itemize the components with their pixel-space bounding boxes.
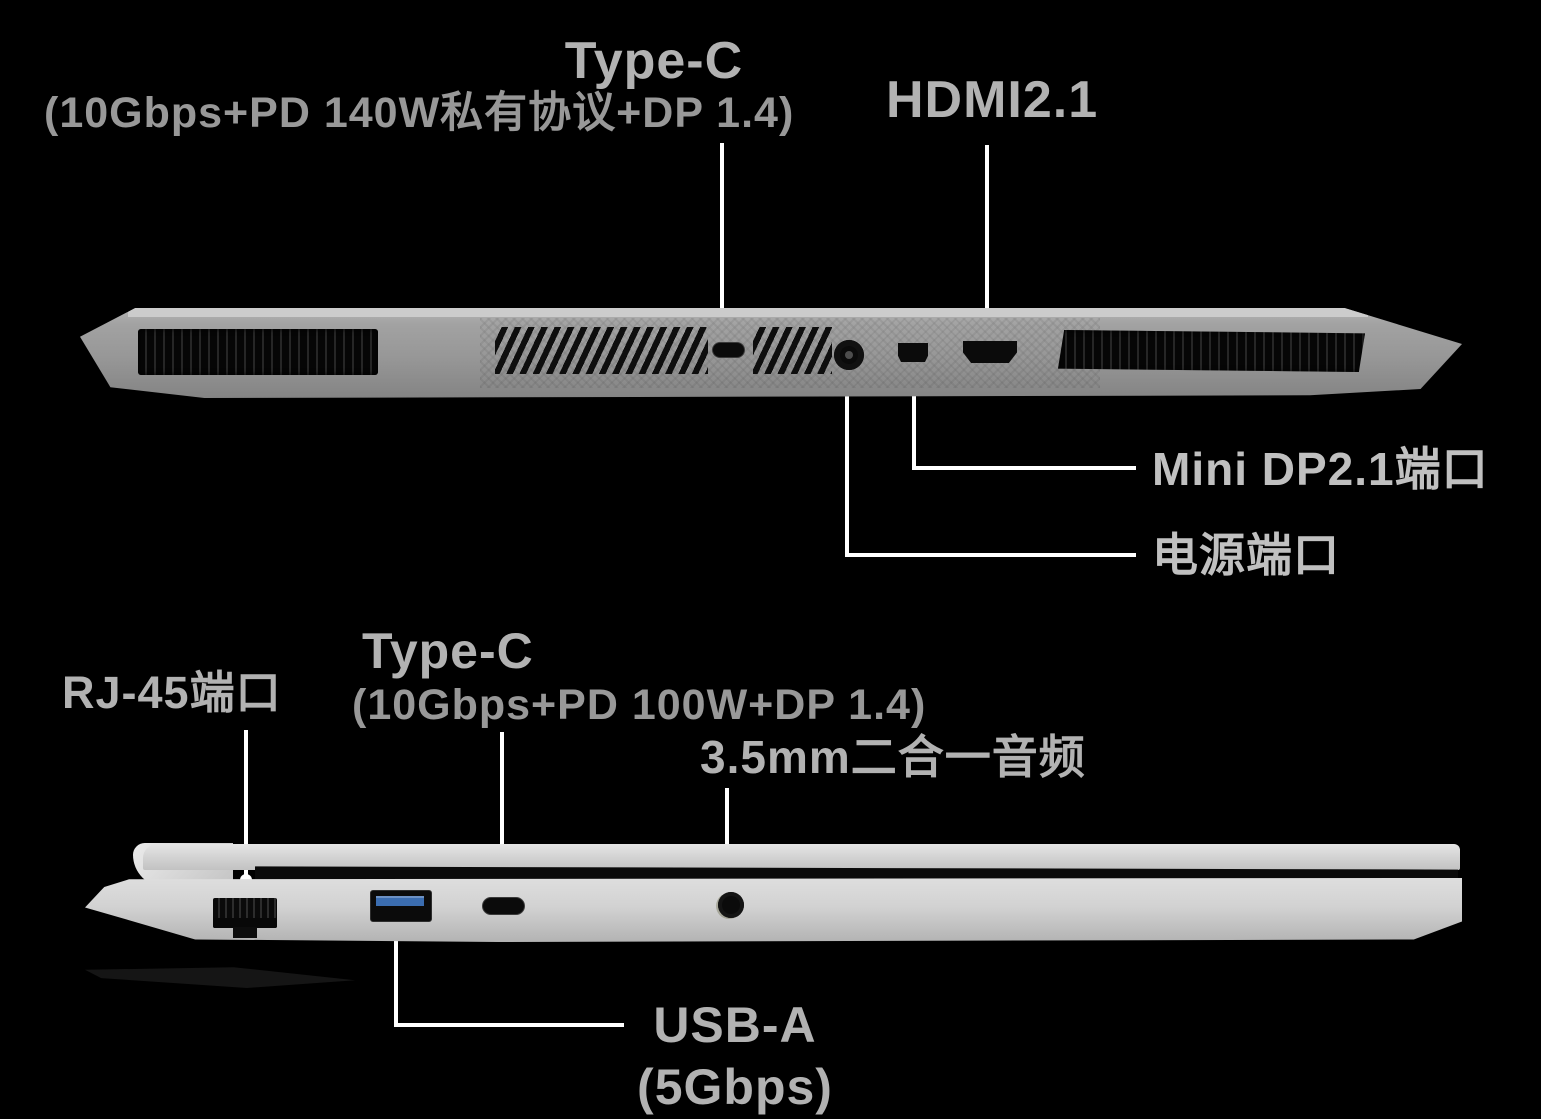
rear-power-port-icon: [834, 340, 864, 370]
rear-type-c-sublabel: (10Gbps+PD 140W私有协议+DP 1.4): [44, 89, 795, 137]
callout-line-rear-mini-dp: [912, 370, 916, 470]
rear-mini-dp-port-icon: [898, 343, 928, 362]
rear-type-c-port-icon: [712, 342, 745, 358]
callout-line-side-audio: [725, 788, 729, 880]
power-pin-icon: [845, 351, 853, 359]
rear-type-c-label: Type-C: [564, 32, 744, 90]
laptop-rear-view: [80, 308, 1462, 398]
callout-line-side-type-c: [500, 732, 504, 880]
side-rj45-port-icon: [213, 898, 277, 938]
callout-line-side-usb-a-h: [394, 1023, 624, 1027]
rear-hdmi-label: HDMI2.1: [886, 71, 1099, 129]
side-rj45-label: RJ-45端口: [62, 667, 282, 718]
side-usb-a-port-icon: [370, 890, 432, 922]
side-type-c-label: Type-C: [362, 623, 534, 679]
side-rubber-feet: [465, 968, 1385, 975]
rear-mini-dp-label: Mini DP2.1端口: [1152, 443, 1489, 495]
side-audio-label: 3.5mm二合一音频: [700, 731, 1086, 783]
callout-line-rear-type-c: [720, 143, 724, 333]
side-bottom-seam: [145, 966, 1425, 969]
callout-line-side-usb-a: [394, 924, 398, 1027]
usb-a-tongue-icon: [376, 896, 424, 906]
rj45-latch-icon: [233, 927, 257, 938]
side-under-shadow: [85, 967, 355, 988]
side-lid-edge: [143, 844, 1460, 870]
rear-right-exhaust-vent-icon: [1058, 330, 1365, 372]
callout-line-rear-power: [845, 372, 849, 557]
side-type-c-port-icon: [482, 897, 525, 915]
callout-line-rear-hdmi: [985, 145, 989, 333]
rear-diagonal-vent-right-icon: [753, 327, 832, 374]
laptop-side-view: [85, 840, 1462, 988]
rear-power-label: 电源端口: [1152, 529, 1340, 581]
rear-left-exhaust-vent-icon: [138, 329, 378, 375]
side-audio-jack-icon: [718, 892, 744, 918]
side-base-body: [85, 878, 1462, 942]
rear-diagonal-vent-left-icon: [495, 327, 708, 374]
callout-line-rear-power-h: [845, 553, 1136, 557]
rear-top-edge: [128, 308, 1368, 317]
callout-line-side-rj45: [244, 730, 248, 880]
callout-line-rear-mini-dp-h: [912, 466, 1136, 470]
side-type-c-sublabel: (10Gbps+PD 100W+DP 1.4): [352, 681, 927, 729]
rear-hdmi-port-icon: [963, 341, 1017, 363]
side-usb-a-label: USB-A: [653, 997, 817, 1053]
side-usb-a-sublabel: (5Gbps): [637, 1059, 833, 1115]
